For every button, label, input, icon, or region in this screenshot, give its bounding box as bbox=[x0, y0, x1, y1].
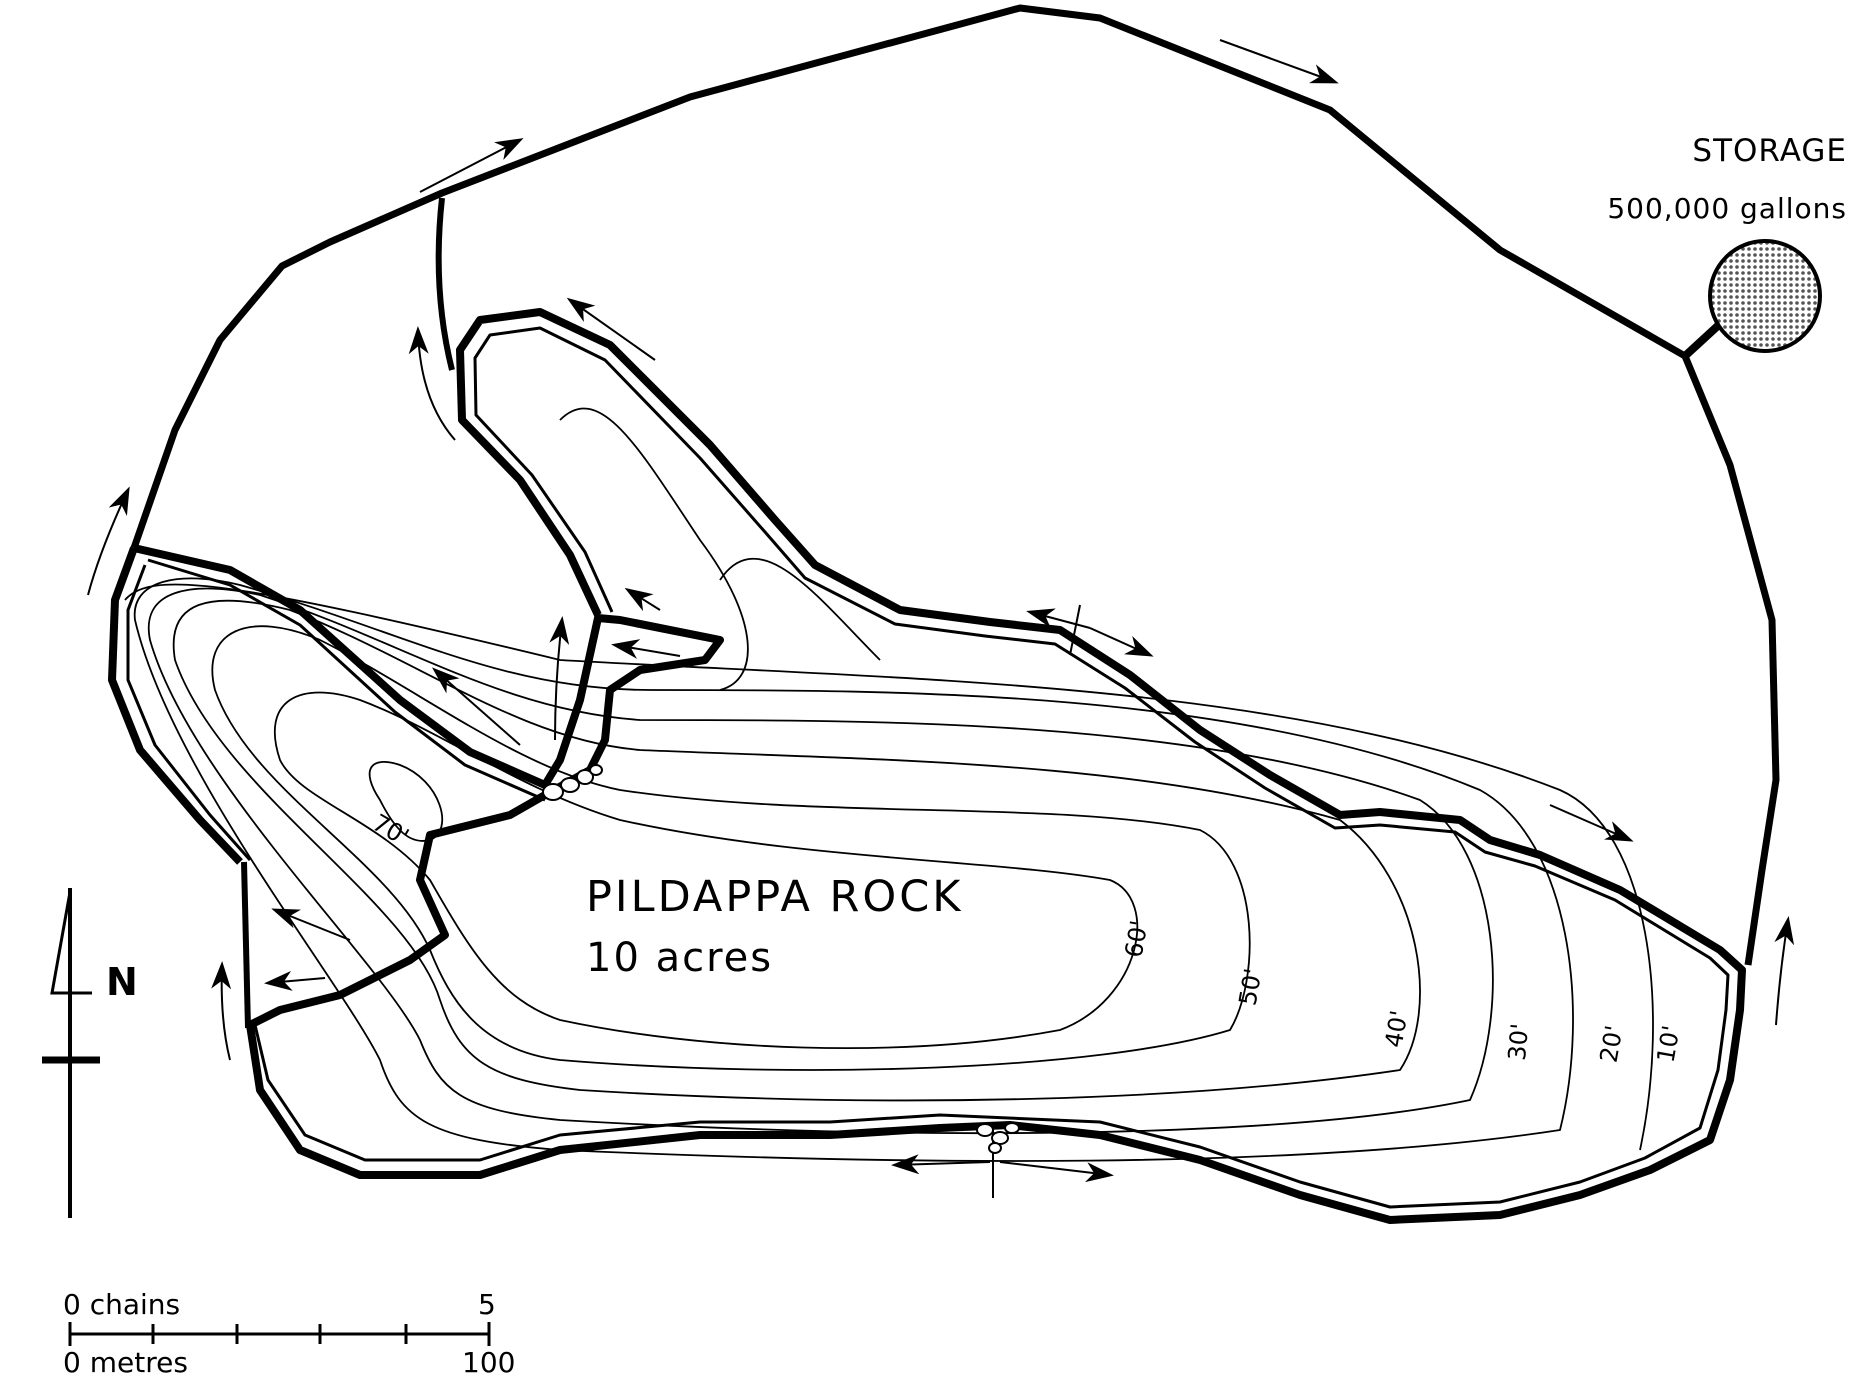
lower-left-wall bbox=[241, 861, 251, 1029]
scale-chains-start: 0 chains bbox=[63, 1288, 181, 1321]
storage-pipe bbox=[1682, 319, 1725, 359]
rock-outline bbox=[108, 308, 1746, 1224]
boulders bbox=[542, 764, 1020, 1154]
area-label: 10 acres bbox=[586, 935, 774, 981]
contour-lines bbox=[124, 407, 1654, 1162]
scale-metres-end: 100 bbox=[462, 1346, 516, 1379]
scale-chains-end: 5 bbox=[478, 1288, 496, 1321]
north-label: N bbox=[106, 960, 138, 1004]
catchment-wall bbox=[130, 4, 1780, 966]
north-arrow-icon bbox=[42, 888, 100, 1218]
storage-capacity: 500,000 gallons bbox=[1607, 192, 1847, 225]
flow-arrows bbox=[87, 39, 1795, 1183]
storage-label: STORAGE bbox=[1692, 133, 1847, 169]
map-title: PILDAPPA ROCK bbox=[586, 872, 964, 922]
spillway-mark bbox=[1069, 604, 1081, 656]
contour-label-30: 30' bbox=[1503, 1022, 1535, 1062]
scale-metres-start: 0 metres bbox=[63, 1346, 188, 1379]
storage-tank-icon bbox=[1708, 239, 1822, 353]
divider-wall bbox=[435, 197, 455, 371]
scale-bar bbox=[68, 1322, 491, 1346]
